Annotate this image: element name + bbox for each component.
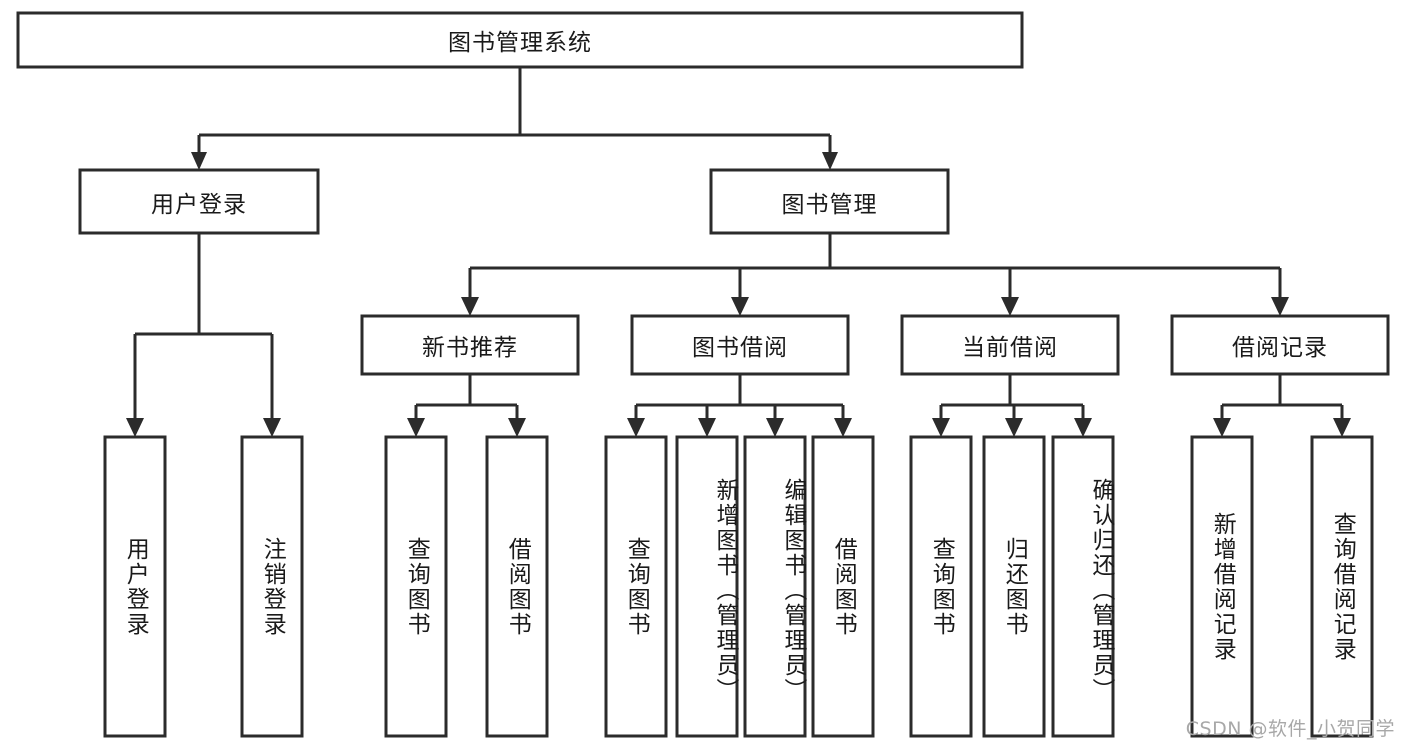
arrow-to-book-borrow [731,297,749,316]
node-borrow-record[interactable] [1170,314,1390,376]
arrow-to-leaf-confirm-return [1074,418,1092,437]
csdn-watermark: CSDN @软件_小贺同学 [1185,718,1395,740]
node-root[interactable] [16,11,1024,69]
node-leaf-borrow-book-2[interactable] [811,435,875,738]
arrow-to-leaf-query-book-2 [627,418,645,437]
arrow-to-leaf-user-login [126,418,144,437]
arrow-to-borrow-record [1271,297,1289,316]
node-leaf-query-book-1[interactable] [384,435,448,738]
arrow-to-book-manage [822,152,838,170]
node-leaf-add-record[interactable] [1190,435,1254,738]
node-leaf-logout[interactable] [240,435,304,738]
node-leaf-query-book-3[interactable] [909,435,973,738]
node-leaf-borrow-book-1[interactable] [485,435,549,738]
arrow-to-user-login [191,152,207,170]
node-leaf-add-book[interactable] [675,435,739,738]
arrow-to-leaf-logout [263,418,281,437]
node-current-borrow[interactable] [900,314,1120,376]
arrow-to-leaf-query-book-1 [407,418,425,437]
arrow-to-leaf-add-book [698,418,716,437]
node-new-book-rec[interactable] [360,314,580,376]
node-leaf-edit-book[interactable] [743,435,807,738]
node-leaf-return-book[interactable] [982,435,1046,738]
arrow-to-leaf-query-record [1333,418,1351,437]
arrow-to-leaf-borrow-book-2 [834,418,852,437]
arrow-to-leaf-return-book [1005,418,1023,437]
arrow-to-leaf-edit-book [766,418,784,437]
node-leaf-user-login[interactable] [103,435,167,738]
node-book-manage[interactable] [709,168,950,235]
arrow-to-current-borrow [1001,297,1019,316]
arrow-to-leaf-borrow-book-1 [508,418,526,437]
node-leaf-query-book-2[interactable] [604,435,668,738]
arrow-to-leaf-query-book-3 [932,418,950,437]
node-leaf-confirm-return[interactable] [1051,435,1115,738]
node-book-borrow[interactable] [630,314,850,376]
arrow-to-new-book-rec [461,297,479,316]
node-user-login[interactable] [78,168,320,235]
node-leaf-query-record[interactable] [1310,435,1374,738]
connector-layer [126,67,1351,437]
arrow-to-leaf-add-record [1213,418,1231,437]
node-layer [16,11,1390,738]
